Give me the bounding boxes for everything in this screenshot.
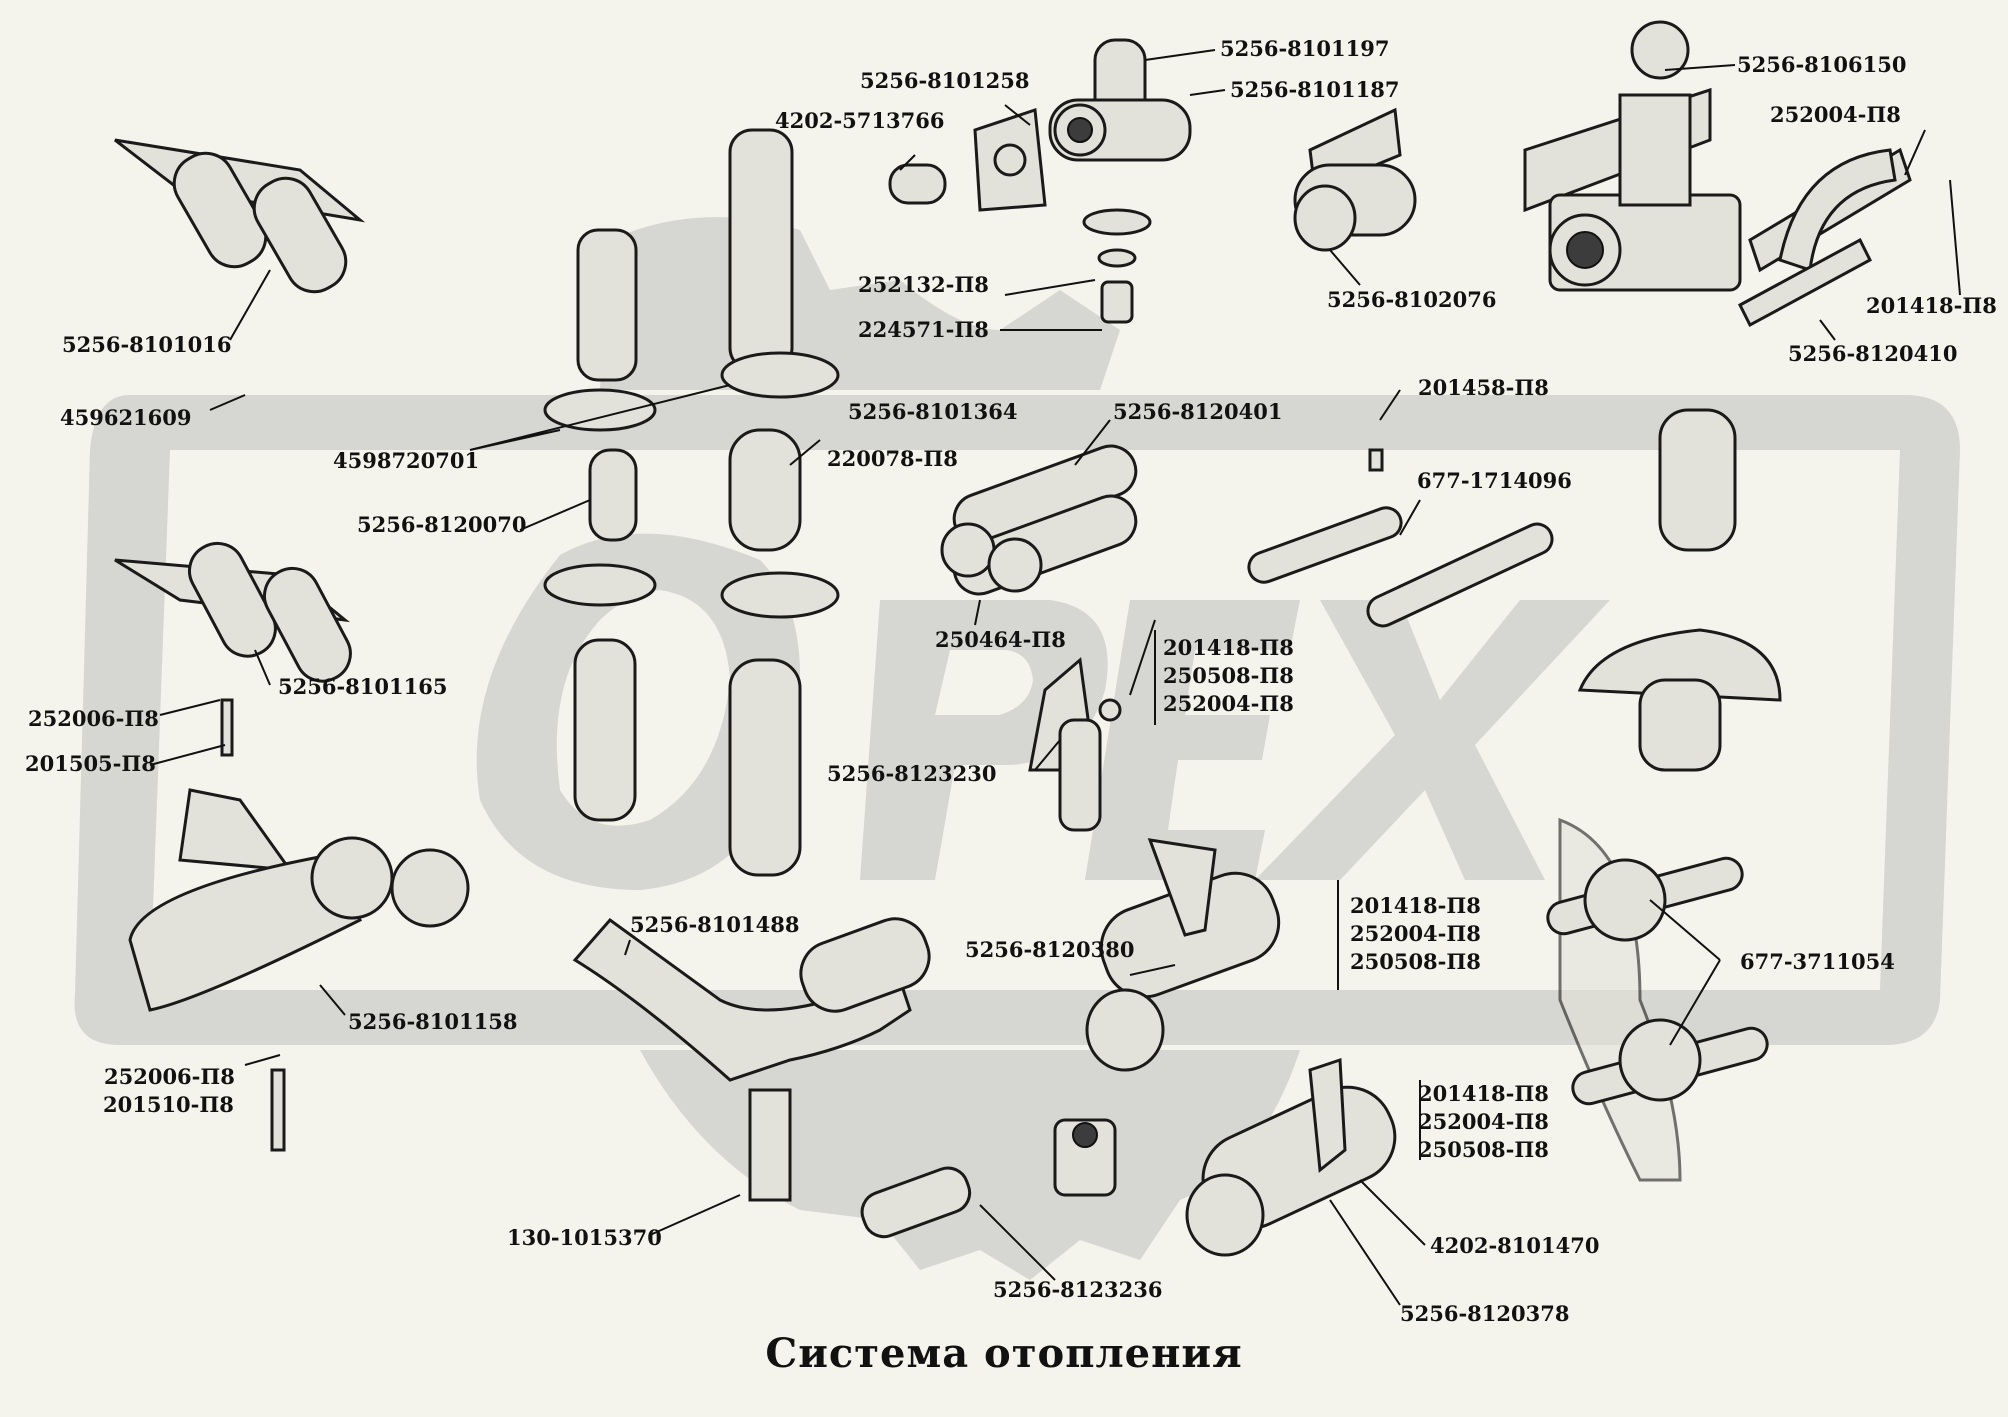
grommet-pipes (1546, 817, 1769, 1182)
label-252004-p8-top: 252004-П8 (1770, 102, 1901, 127)
label-4202-8101470: 4202-8101470 (1430, 1233, 1600, 1258)
label-group1-201418-p8: 201418-П8 (1163, 635, 1294, 660)
label-5256-8101488: 5256-8101488 (630, 912, 800, 937)
label-201505-p8: 201505-П8 (25, 751, 156, 776)
bracket-clamp-mid (1028, 657, 1122, 832)
valve-top-right (1523, 20, 1742, 292)
tee-fitting-top (1048, 38, 1192, 324)
plate-bracket-top (888, 107, 1047, 212)
label-5256-8101197: 5256-8101197 (1220, 36, 1390, 61)
label-group2-250508-p8: 250508-П8 (1350, 949, 1481, 974)
label-220078-p8: 220078-П8 (827, 446, 958, 471)
label-group2-201418-p8: 201418-П8 (1350, 893, 1481, 918)
label-4202-5713766: 4202-5713766 (775, 108, 945, 133)
label-group3-252004-p8: 252004-П8 (1418, 1109, 1549, 1134)
label-group3-250508-p8: 250508-П8 (1418, 1137, 1549, 1162)
pipe-bracket-3 (128, 788, 470, 1152)
tee-pipe-right (1247, 448, 1554, 628)
label-5256-8120410: 5256-8120410 (1788, 341, 1958, 366)
y-connector (940, 444, 1138, 596)
label-201458-p8: 201458-П8 (1418, 375, 1549, 400)
pipe-clamp-low (1185, 1057, 1397, 1257)
pipe-bracket-1 (114, 138, 366, 294)
label-5256-8120070: 5256-8120070 (357, 512, 527, 537)
label-252132-p8: 252132-П8 (858, 272, 989, 297)
label-677-1714096: 677-1714096 (1417, 468, 1572, 493)
label-5256-8101158: 5256-8101158 (348, 1009, 518, 1034)
label-5256-8120380: 5256-8120380 (965, 937, 1135, 962)
petcock-fittings (860, 1118, 1117, 1239)
pipe-clamp-mid (1085, 838, 1281, 1072)
label-5256-8101258: 5256-8101258 (860, 68, 1030, 93)
label-5256-8102076: 5256-8102076 (1327, 287, 1497, 312)
label-252006-p8-b: 252006-П8 (104, 1064, 235, 1089)
label-4598720701: 4598720701 (333, 448, 480, 473)
pipe-stub-right (1658, 408, 1737, 552)
hose-pipes-center (543, 128, 840, 877)
pipe-bracket-2 (114, 541, 352, 757)
grommet-right (1577, 628, 1782, 772)
label-250464-p8: 250464-П8 (935, 627, 1066, 652)
label-5256-8106150: 5256-8106150 (1737, 52, 1907, 77)
label-5256-8101187: 5256-8101187 (1230, 77, 1400, 102)
label-group1-250508-p8: 250508-П8 (1163, 663, 1294, 688)
label-5256-8123230: 5256-8123230 (827, 761, 997, 786)
label-group3-201418-p8: 201418-П8 (1418, 1081, 1549, 1106)
label-group1-252004-p8: 252004-П8 (1163, 691, 1294, 716)
label-5256-8123236: 5256-8123236 (993, 1277, 1163, 1302)
label-group2-252004-p8: 252004-П8 (1350, 921, 1481, 946)
label-5256-8120378: 5256-8120378 (1400, 1301, 1570, 1326)
label-5256-8101165: 5256-8101165 (278, 674, 448, 699)
label-252006-p8-a: 252006-П8 (28, 706, 159, 731)
label-459621609: 459621609 (60, 405, 192, 430)
label-5256-8101016: 5256-8101016 (62, 332, 232, 357)
label-5256-8101364: 5256-8101364 (848, 399, 1018, 424)
label-677-3711054: 677-3711054 (1740, 949, 1895, 974)
label-201510-p8: 201510-П8 (103, 1092, 234, 1117)
label-130-1015370: 130-1015370 (507, 1225, 662, 1250)
clamp-top-right (1738, 147, 1912, 328)
elbow-hose (572, 917, 931, 1202)
label-201418-p8-top: 201418-П8 (1866, 293, 1997, 318)
sleeve-coupling (1293, 107, 1417, 252)
label-224571-p8: 224571-П8 (858, 317, 989, 342)
leader-lines (149, 49, 1961, 1306)
diagram-title: Система отопления (765, 1330, 1243, 1377)
label-5256-8120401: 5256-8120401 (1113, 399, 1283, 424)
